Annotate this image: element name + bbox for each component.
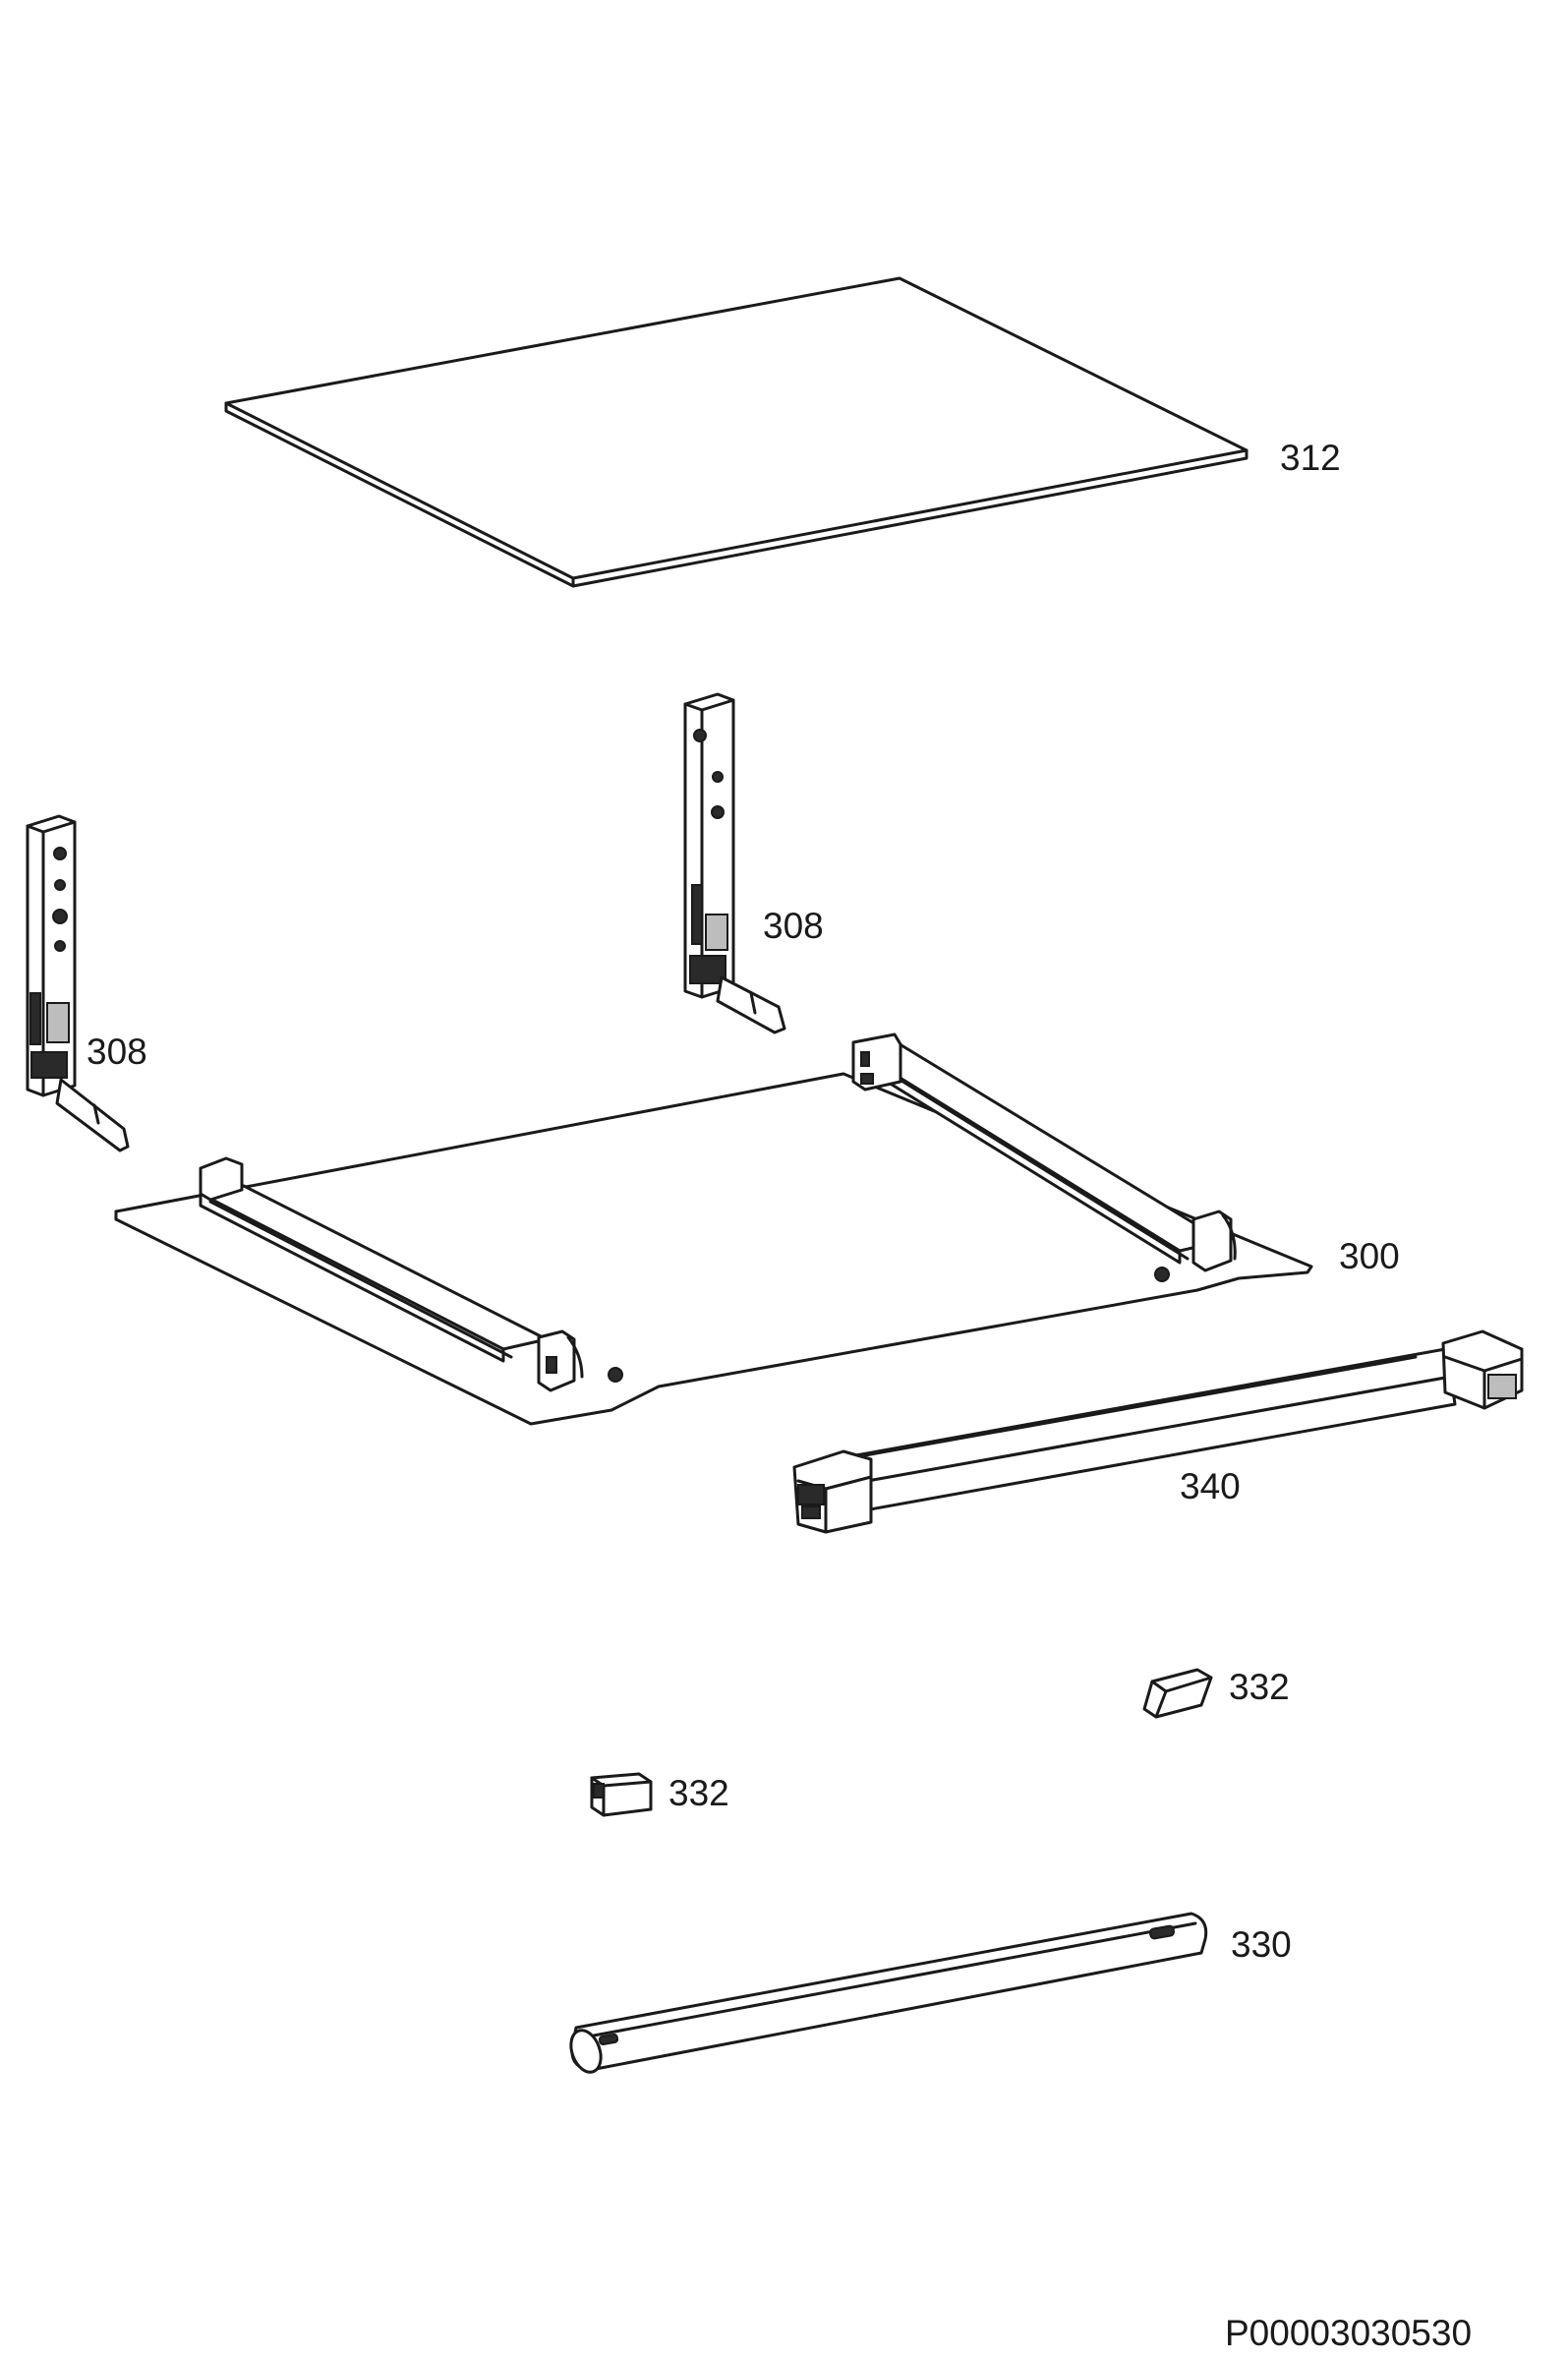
side-rail-left-part[interactable] — [26, 814, 130, 1152]
base-plate-part[interactable] — [114, 1032, 1313, 1426]
side-rail-right-part[interactable] — [683, 692, 786, 1034]
clip-right-part[interactable] — [1142, 1668, 1213, 1719]
label-300: 300 — [1339, 1236, 1400, 1276]
label-330: 330 — [1231, 1924, 1292, 1965]
label-340: 340 — [1180, 1466, 1241, 1506]
handle-part[interactable] — [565, 1912, 1208, 2076]
glass-shelf-part[interactable] — [224, 276, 1249, 588]
label-308-left: 308 — [87, 1032, 147, 1072]
label-308-right: 308 — [763, 906, 824, 946]
clip-left-part[interactable] — [590, 1772, 653, 1817]
front-bar-part[interactable] — [792, 1329, 1524, 1534]
label-332-right: 332 — [1229, 1667, 1290, 1707]
label-312: 312 — [1280, 438, 1341, 478]
label-332-left: 332 — [668, 1773, 729, 1813]
document-code: P00003030530 — [1225, 2313, 1472, 2353]
